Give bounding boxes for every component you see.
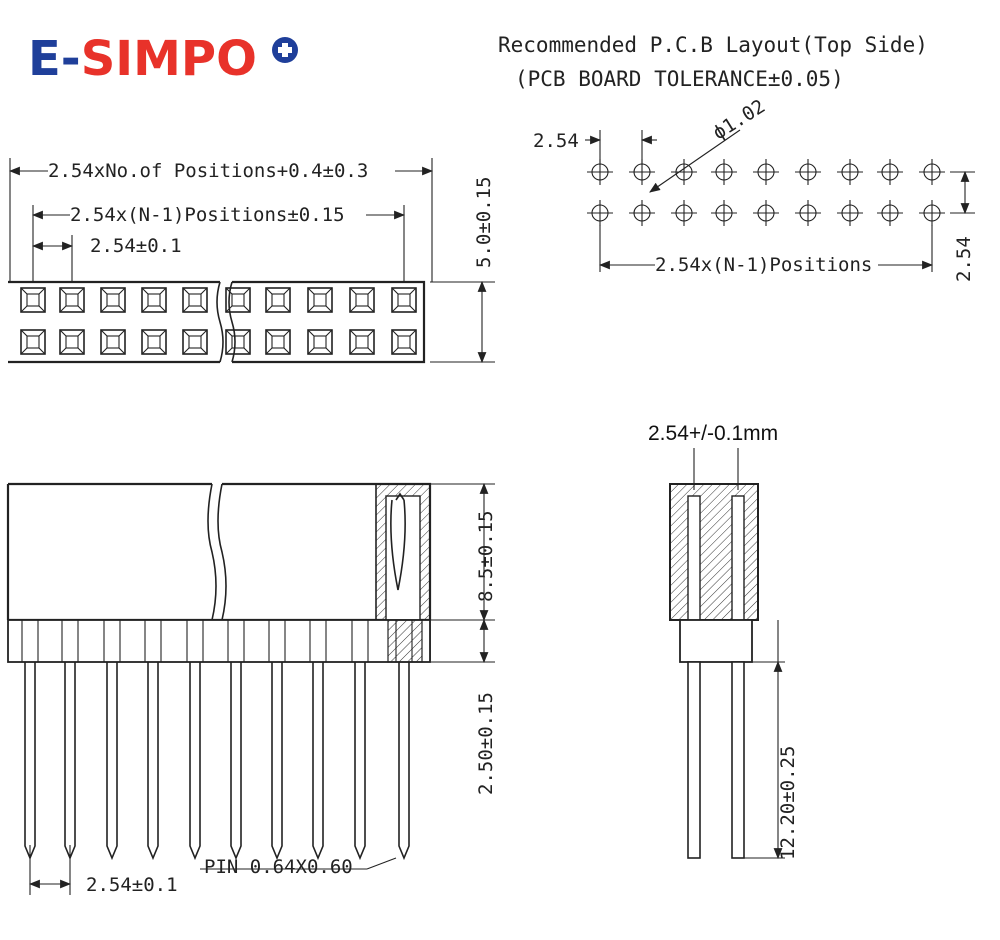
socket-cell bbox=[265, 329, 291, 355]
pcb-hole bbox=[837, 159, 863, 185]
pcb-pitch-label: 2.54 bbox=[533, 130, 579, 152]
pcb-layout: Recommended P.C.B Layout(Top Side) (PCB … bbox=[498, 33, 975, 282]
pcb-hole bbox=[919, 200, 945, 226]
side-view: 2.54+/-0.1mm 12.20±0.25 bbox=[648, 422, 799, 860]
pin-pitch-label: 2.54±0.1 bbox=[86, 874, 178, 896]
socket-cell bbox=[349, 287, 375, 313]
pcb-hole bbox=[587, 200, 613, 226]
span-label: 2.54x(N-1)Positions±0.15 bbox=[70, 204, 345, 226]
pitch-label: 2.54±0.1 bbox=[90, 235, 182, 257]
row-pitch-label: 2.54+/-0.1mm bbox=[648, 422, 778, 445]
socket-cell bbox=[100, 329, 126, 355]
pcb-hole bbox=[671, 159, 697, 185]
pin bbox=[395, 620, 413, 861]
socket-cell bbox=[391, 329, 417, 355]
pcb-hole bbox=[753, 159, 779, 185]
housing-height-label: 8.5±0.15 bbox=[475, 510, 497, 602]
pcb-title: Recommended P.C.B Layout(Top Side) bbox=[498, 33, 928, 57]
pin bbox=[103, 620, 121, 861]
socket-cell bbox=[59, 287, 85, 313]
socket-cell bbox=[307, 287, 333, 313]
pin bbox=[186, 620, 204, 861]
brand-logo: E-SIMPO bbox=[28, 31, 298, 87]
front-pins bbox=[21, 620, 413, 861]
socket-cells bbox=[20, 287, 417, 355]
socket-cell bbox=[182, 287, 208, 313]
pin bbox=[268, 620, 286, 861]
height-label: 5.0±0.15 bbox=[473, 176, 495, 268]
pcb-row-pitch-label: 2.54 bbox=[953, 236, 975, 282]
socket-cell bbox=[307, 329, 333, 355]
pcb-hole bbox=[671, 200, 697, 226]
socket-cell bbox=[141, 287, 167, 313]
pcb-hole bbox=[795, 159, 821, 185]
logo-text: E-SIMPO bbox=[28, 31, 257, 87]
pcb-tolerance: (PCB BOARD TOLERANCE±0.05) bbox=[515, 67, 844, 91]
pcb-hole bbox=[837, 200, 863, 226]
socket-cell bbox=[182, 329, 208, 355]
pin bbox=[227, 620, 245, 861]
pin bbox=[351, 620, 369, 861]
tail-length-label: 12.20±0.25 bbox=[777, 746, 799, 860]
pin bbox=[144, 620, 162, 861]
front-view: 8.5±0.15 2.50±0.15 PIN 0.64X0.60 2.54±0.… bbox=[6, 482, 497, 896]
pcb-span-label: 2.54x(N-1)Positions bbox=[655, 254, 872, 276]
pcb-hole bbox=[711, 159, 737, 185]
pcb-hole bbox=[711, 200, 737, 226]
pcb-hole bbox=[919, 159, 945, 185]
socket-cell bbox=[225, 329, 251, 355]
socket-cell bbox=[59, 329, 85, 355]
socket-cell bbox=[20, 287, 46, 313]
socket-cell bbox=[100, 287, 126, 313]
top-view: 2.54xNo.of Positions+0.4±0.3 2.54x(N-1)P… bbox=[8, 158, 495, 364]
socket-cell bbox=[349, 329, 375, 355]
plus-circle-icon bbox=[272, 37, 298, 63]
pcb-hole-diameter-label: ϕ1.02 bbox=[709, 95, 769, 144]
socket-cell bbox=[20, 329, 46, 355]
socket-cell bbox=[391, 287, 417, 313]
pcb-hole bbox=[795, 200, 821, 226]
socket-cell bbox=[225, 287, 251, 313]
overall-length-label: 2.54xNo.of Positions+0.4±0.3 bbox=[48, 160, 368, 182]
pcb-hole bbox=[753, 200, 779, 226]
pin bbox=[309, 620, 327, 861]
pin-size-label: PIN 0.64X0.60 bbox=[204, 856, 353, 878]
socket-cell bbox=[141, 329, 167, 355]
socket-cell bbox=[265, 287, 291, 313]
pcb-hole bbox=[877, 159, 903, 185]
standoff-label: 2.50±0.15 bbox=[475, 692, 497, 795]
pcb-hole bbox=[877, 200, 903, 226]
pcb-hole bbox=[629, 200, 655, 226]
pcb-hole-grid bbox=[587, 159, 945, 226]
